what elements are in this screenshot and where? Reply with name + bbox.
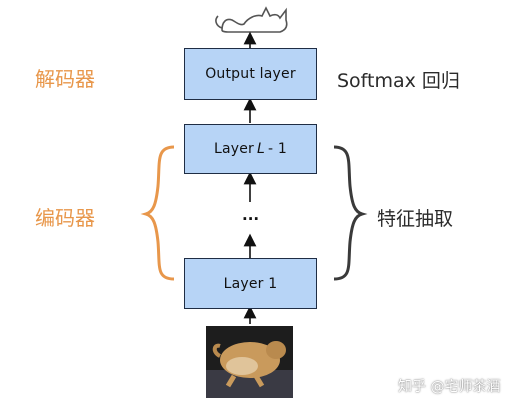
output-layer-label: Output layer <box>205 66 296 82</box>
layer-l-prefix: Layer <box>213 141 255 157</box>
encoder-label: 编码器 <box>35 206 95 230</box>
softmax-label: Softmax 回归 <box>337 70 460 92</box>
watermark-text: 知乎 @宅师茶酒 <box>398 379 501 395</box>
layer-l-suffix: - 1 <box>268 141 288 157</box>
decoder-label: 解码器 <box>35 67 95 91</box>
cat-photo-image <box>206 326 293 398</box>
layer-1-label: Layer 1 <box>223 275 278 292</box>
feature-extraction-label: 特征抽取 <box>377 208 454 230</box>
input-cat-photo <box>206 326 293 398</box>
layer-l-variable: L <box>257 141 266 157</box>
encoder-brace <box>140 145 175 281</box>
output-layer-box: Output layer <box>184 48 317 100</box>
layer-l-minus-1-box: Layer L - 1 <box>184 124 317 174</box>
layer-1-box: Layer 1 <box>184 258 317 309</box>
ellipsis: ... <box>242 206 260 224</box>
feature-brace <box>333 145 368 281</box>
